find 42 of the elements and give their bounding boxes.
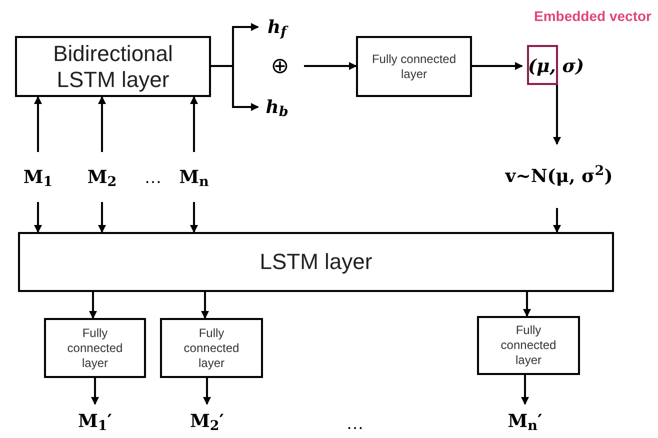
layer-label: Fully connected layer <box>500 323 558 368</box>
arrow <box>553 84 561 145</box>
layer-label: Bidirectional LSTM layer <box>52 40 174 92</box>
math-label: v~N(μ, σ$^{2}$) <box>494 160 624 192</box>
layer-box <box>44 318 146 378</box>
math-label: M$_{2}$′ <box>184 406 230 436</box>
layer-label: Fully connected layer <box>66 326 124 370</box>
arrow <box>523 292 531 317</box>
math-label: M$_{n}$′ <box>502 406 548 436</box>
math-label: h$_{f}$ <box>262 14 292 40</box>
arrow <box>34 202 42 233</box>
layer-box <box>15 36 211 97</box>
arrow <box>98 96 106 152</box>
arrow <box>98 202 106 233</box>
arrow <box>203 378 211 405</box>
arrow <box>472 62 523 70</box>
arrow <box>190 96 198 152</box>
arrow <box>34 96 42 152</box>
ellipsis-text: … <box>345 412 365 434</box>
ellipsis-text: … <box>143 166 163 188</box>
layer-box <box>356 36 472 97</box>
arrow <box>91 378 99 405</box>
math-label: M$_{1}$′ <box>72 406 118 436</box>
arrow <box>304 62 357 70</box>
layer-box <box>18 232 614 292</box>
layer-box <box>160 318 263 378</box>
math-label: (μ, σ) <box>524 50 588 82</box>
layer-label: Fully connected layer <box>370 52 458 82</box>
concat-symbol: ⊕ <box>268 53 292 79</box>
math-label: M$_{2}$ <box>84 162 120 192</box>
layer-label: Fully connected layer <box>182 326 240 370</box>
math-label: M$_{1}$ <box>20 162 56 192</box>
math-label: M$_{n}$ <box>176 162 212 192</box>
arrow <box>521 375 529 405</box>
layer-box <box>477 316 580 375</box>
arrow <box>201 292 209 319</box>
math-label: h$_{b}$ <box>262 94 292 120</box>
layer-label: LSTM layer <box>260 249 372 275</box>
arrow <box>190 202 198 233</box>
arrow <box>553 208 561 233</box>
callout-text: Embedded vector <box>534 7 652 26</box>
arrow <box>89 292 97 319</box>
